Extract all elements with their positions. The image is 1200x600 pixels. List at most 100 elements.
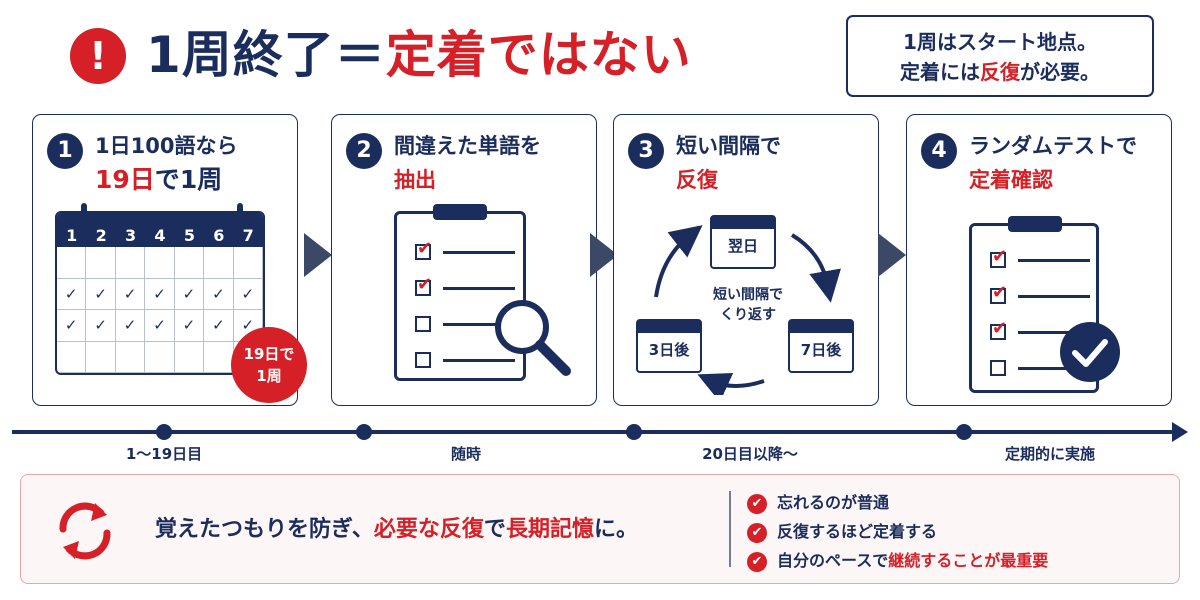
step-title-2-line-1: 間違えた単語を (394, 134, 541, 158)
cycle-center-line-2: くり返す (720, 307, 776, 323)
cycle-label-7-days: 7日後 (800, 341, 842, 359)
step-title-1: 1日100語なら 19日で1周 (95, 129, 237, 197)
step-title-3: 短い間隔で 反復 (676, 129, 781, 197)
calendar-next-day-icon: 翌日 (710, 215, 776, 269)
checklist-row: ✔ (990, 318, 1100, 342)
point-text: 自分のペースで (777, 551, 889, 570)
step-title-1-line-1: 1日100語なら (95, 134, 238, 158)
nineteen-days-badge: 19日で 1周 (231, 327, 307, 403)
point-item: ✔反復するほど定着する (747, 518, 937, 543)
calendar-day: 1 (66, 225, 78, 245)
cycle-center-line-1: 短い間隔で (713, 287, 783, 303)
calendar-cell: ✓ (57, 310, 87, 342)
page-title: 1周終了＝定着ではない (146, 22, 692, 88)
summary-message: 覚えたつもりを防ぎ、必要な反復で長期記憶に。 (155, 511, 638, 543)
calendar-cell: ✓ (174, 278, 205, 310)
calendar-day: 2 (95, 225, 107, 245)
calendar-cell (57, 247, 87, 279)
step-title-4-line-1: ランダムテストで (969, 134, 1137, 158)
checklist-row (415, 316, 525, 334)
calendar-cell: ✓ (115, 310, 146, 342)
calendar-cell (204, 247, 234, 279)
step-card-1: 1 1日100語なら 19日で1周 1 2 3 4 5 6 7 ✓✓✓✓✓✓✓✓… (32, 114, 307, 406)
calendar-cell: ✓ (233, 278, 263, 310)
calendar-cell: ✓ (145, 310, 175, 342)
check-icon: ✔ (747, 551, 767, 572)
step-title-3-accent: 反復 (676, 168, 718, 192)
step-card-3: 3 短い間隔で 反復 翌日 7日後 3日後 短い間隔で くり返す (613, 114, 879, 406)
timeline-dot (956, 424, 972, 440)
step-title-1-accent: 19日 (95, 165, 155, 194)
timeline-label: 定期的に実施 (1004, 445, 1096, 463)
timeline-label: 20日目以降～ (702, 445, 798, 463)
cycle-arrows-icon (654, 225, 841, 395)
calendar-day: 5 (183, 225, 195, 245)
calendar-cell: ✓ (86, 278, 116, 310)
point-item: ✔ 忘れるのが普通 (747, 489, 889, 514)
clipboard-icon: ✔ ✔ ✔ (969, 216, 1100, 393)
callout-line-2-post: が必要。 (1020, 60, 1100, 84)
point-item: ✔自分のペースで継続することが最重要 (747, 547, 1048, 572)
checklist-row: ✔ (990, 246, 1100, 270)
calendar-day: 3 (124, 225, 137, 245)
calendar-cell: ✓ (204, 310, 234, 342)
summary-pre: 覚えたつもりを防ぎ、 (155, 517, 374, 542)
calendar-cell (204, 341, 234, 373)
panel-divider (729, 491, 731, 567)
summary-panel: 覚えたつもりを防ぎ、必要な反復で長期記憶に。 ✔ 忘れるのが普通 ✔反復するほど定… (20, 474, 1180, 584)
summary-accent-1: 必要な反復 (373, 517, 484, 542)
step-title-4: ランダムテストで 定着確認 (969, 129, 1137, 197)
clipboard-icon: ✔ ✔ (394, 204, 526, 381)
timeline-label: 随時 (450, 445, 482, 463)
calendar-cell (57, 341, 87, 373)
calendar-cell (145, 247, 175, 279)
calendar-7-days-icon: 7日後 (788, 319, 854, 373)
calendar-day: 4 (154, 225, 166, 245)
timeline-label: 1～19日目 (125, 445, 203, 463)
cycle-label-next-day: 翌日 (727, 237, 758, 255)
calendar-cell (174, 247, 205, 279)
badge-line-1: 19日で (243, 345, 295, 363)
step-card-2: 2 間違えた単語を 抽出 ✔ ✔ (331, 114, 597, 406)
check-icon: ✔ (747, 522, 767, 543)
step-arrow-3 (878, 233, 906, 277)
checklist-row: ✔ (415, 238, 525, 262)
headline-main: 1周終了＝ (146, 26, 386, 84)
step-title-1-mid: で (154, 165, 180, 194)
step-card-4: 4 ランダムテストで 定着確認 ✔ ✔ ✔ (906, 114, 1172, 406)
step-title-2: 間違えた単語を 抽出 (394, 129, 541, 197)
check-icon: ✔ (747, 493, 767, 514)
calendar-cell: ✓ (174, 310, 205, 342)
calendar-cell (174, 341, 205, 373)
callout-line-1: 1周はスタート地点。 (903, 30, 1097, 54)
callout-box: 1周はスタート地点。 定着には反復が必要。 (846, 15, 1154, 97)
timeline-arrowhead (1172, 422, 1188, 442)
step-title-4-accent: 定着確認 (969, 168, 1053, 192)
calendar-cell (233, 247, 263, 279)
checklist-row (415, 352, 525, 370)
step-number-1: 1 (47, 133, 83, 169)
step-number-3: 3 (628, 133, 664, 169)
checklist-row (990, 360, 1100, 378)
cycle-label-3-days: 3日後 (648, 341, 690, 359)
calendar-day: 6 (213, 225, 225, 245)
calendar-grid: ✓✓✓✓✓✓✓✓✓✓✓✓✓✓ (57, 247, 263, 373)
clipboard-clip (433, 204, 487, 220)
refresh-cycle-icon (59, 502, 111, 560)
timeline-dot (356, 424, 372, 440)
step-title-3-line-1: 短い間隔で (676, 134, 781, 158)
calendar-cell: ✓ (115, 278, 146, 310)
summary-accent-2: 長期記憶 (505, 517, 594, 542)
calendar-icon: 1 2 3 4 5 6 7 ✓✓✓✓✓✓✓✓✓✓✓✓✓✓ (55, 211, 265, 375)
callout-line-2: 定着には反復が必要。 (848, 57, 1152, 87)
point-text: 忘れるのが普通 (777, 493, 890, 512)
calendar-cell: ✓ (86, 310, 116, 342)
headline-accent: 定着ではない (385, 26, 692, 84)
calendar-cell (115, 247, 146, 279)
calendar-cell: ✓ (57, 278, 87, 310)
timeline-dot (156, 424, 172, 440)
step-title-1-accent-2: 1周 (179, 165, 223, 194)
calendar-day: 7 (242, 225, 254, 245)
checklist-row: ✔ (415, 274, 525, 298)
step-arrow-1 (304, 233, 332, 277)
